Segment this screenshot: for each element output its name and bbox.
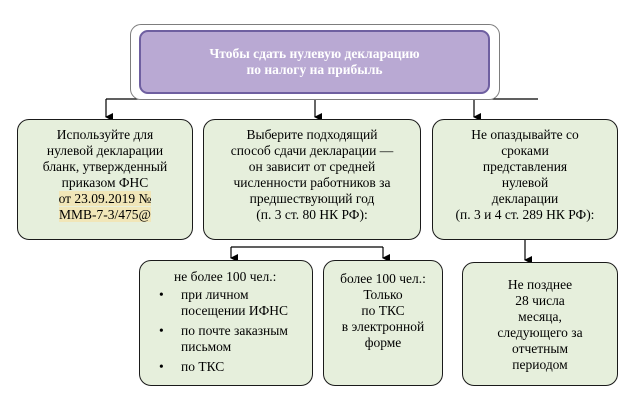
large-staff-line: по ТКС [361, 303, 405, 318]
title-line: по налогу на прибыль [246, 62, 383, 77]
deadline-line: нулевой [501, 175, 549, 190]
title-line: Чтобы сдать нулевую декларацию [209, 46, 420, 61]
form-order-date: от 23.09.2019 № [58, 191, 152, 206]
method-line: численности работников за [233, 175, 391, 190]
bullet-icon: • [159, 287, 164, 302]
due-date-line: периодом [512, 357, 568, 372]
small-staff-heading: не более 100 чел.: [174, 269, 277, 284]
large-staff-line: форме [364, 335, 402, 350]
method-line: он зависит от средней [248, 159, 376, 174]
list-item: • по ТКС [140, 359, 312, 375]
form-line: бланк, утвержденный [42, 159, 168, 174]
title-connector [105, 98, 538, 121]
due-date-line: месяца, [518, 309, 562, 324]
deadline-line: сроками [501, 143, 549, 158]
form-line: нулевой декларации [46, 143, 164, 158]
deadline-line: декларации [491, 191, 559, 206]
due-date-box: Не позднее 28 числа месяца, следующего з… [462, 262, 618, 386]
deadline-line: Не опаздывайте со [471, 127, 579, 142]
form-line: приказом ФНС [61, 175, 149, 190]
due-date-line: отчетным [512, 341, 568, 356]
method-box: Выберите подходящий способ сдачи деклара… [203, 119, 421, 240]
large-staff-line: Только [363, 287, 403, 302]
bullet-icon: • [159, 359, 164, 374]
list-item: • по почте заказным письмом [140, 323, 312, 355]
method-line: предшествующий год [249, 191, 375, 206]
form-line: Используйте для [56, 127, 154, 142]
due-date-line: 28 числа [515, 293, 565, 308]
title-box: Чтобы сдать нулевую декларацию по налогу… [139, 30, 490, 94]
due-date-line: следующего за [497, 325, 583, 340]
bullet-icon: • [159, 323, 164, 338]
form-order-number: ММВ-7-3/475@ [59, 207, 151, 222]
deadline-line: представления [482, 159, 568, 174]
list-item-line: по ТКС [181, 359, 225, 374]
large-staff-line: более 100 чел.: [340, 271, 426, 286]
list-item: • при личном посещении ИФНС [140, 287, 312, 319]
deadline-line: (п. 3 и 4 ст. 289 НК РФ): [455, 207, 595, 222]
method-line: Выберите подходящий [246, 127, 378, 142]
due-date-line: Не позднее [507, 277, 573, 292]
form-box: Используйте для нулевой декларации бланк… [17, 119, 193, 240]
method-connector [230, 246, 390, 262]
list-item-line: письмом [181, 339, 232, 354]
list-item-line: при личном [181, 287, 249, 302]
method-line: (п. 3 ст. 80 НК РФ): [256, 207, 368, 222]
method-line: способ сдачи декларации — [230, 143, 394, 158]
small-staff-box: не более 100 чел.: • при личном посещени… [139, 260, 313, 386]
list-item-line: посещении ИФНС [181, 303, 289, 318]
large-staff-box: более 100 чел.: Только по ТКС в электрон… [323, 260, 443, 386]
list-item-line: по почте заказным [181, 323, 288, 338]
deadline-box: Не опаздывайте со сроками представления … [432, 119, 618, 240]
large-staff-line: в электронной [341, 319, 425, 334]
submission-methods-list: • при личном посещении ИФНС • по почте з… [140, 287, 312, 375]
